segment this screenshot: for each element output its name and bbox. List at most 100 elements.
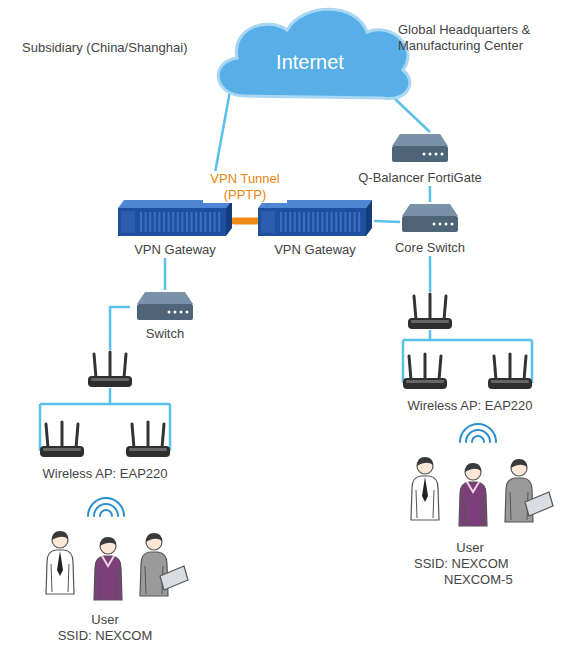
wireless-ap-group: Wireless AP: EAP220 [385,292,555,414]
vpn-gateway-icon-part [317,212,319,232]
wireless-ap-group-icon-part [414,296,416,320]
wireless-ap-group-icon-part [409,356,411,380]
user-group-icon-part [146,534,162,550]
switch-icon-part [186,311,189,314]
load-balancer-icon-part [392,146,448,162]
vpn-gateway-icon [256,198,374,242]
wireless-ap-group-icon-part [88,376,132,387]
vpn-gateway-icon-part [191,212,193,232]
vpn-gateway-icon-part [149,212,151,232]
user-group-icon-part [511,459,527,468]
user-group-icon-part [465,464,481,480]
vpn-gateway-icon-part [204,212,206,232]
user-group-icon [385,420,555,540]
core-switch-icon-part [433,223,436,226]
user-group-icon-part [433,490,434,518]
user-group-icon-part [459,482,487,526]
device-label: SSID: NEXCOM NEXCOM-5 [414,556,526,588]
wireless-ap-group-icon-part [76,424,78,448]
wireless-ap-group-icon-part [429,294,432,320]
network-link [429,186,432,202]
user-group-icon-part [100,538,116,554]
user-group-icon [20,494,190,612]
user-group-icon-part [466,430,490,442]
user-group-icon-part [525,492,553,516]
core-switch-icon-part [439,223,442,226]
vpn-gateway-icon-part [344,212,346,232]
device-label: Internet [276,50,344,74]
load-balancer: Q-Balancer FortiGate [350,132,490,186]
tunnel-label: VPN Tunnel (PPTP) [203,171,287,203]
vpn-gateway-icon-part [340,212,342,232]
user-group-icon-part [422,477,428,502]
user-group-icon-part [94,556,122,600]
vpn-gateway-icon-part [177,212,179,232]
user-group-icon-part [467,482,479,492]
user-group-icon-part [146,533,162,542]
vpn-gateway-icon-part [349,212,351,232]
wireless-ap-group-icon-part [439,356,441,380]
core-switch-icon-part [402,204,458,216]
core-switch: Core Switch [390,202,470,256]
vpn-gateway-icon-part [354,212,356,232]
wireless-ap-group-icon-part [491,380,529,383]
wireless-ap-group-icon-part [94,354,96,378]
vpn-gateway-icon-part [280,212,282,232]
user-group-icon-part [46,550,74,594]
user-group-icon-part [145,566,146,594]
user-group-icon-part [510,492,511,520]
vpn-gateway-icon [116,198,234,242]
vpn-gateway-icon-part [218,212,220,232]
user-group-icon-part [100,510,112,516]
vpn-gateway-icon-part [298,212,300,232]
wireless-ap-group-icon-part [132,424,134,448]
wireless-ap-group-icon-part [494,356,496,380]
wireless-ap-group: Wireless AP: EAP220 [20,350,190,482]
load-balancer-icon-part [435,153,438,156]
load-balancer-icon [390,132,450,170]
device-label: Wireless AP: EAP220 [43,466,168,482]
device-label: User [456,540,483,556]
vpn-gateway: VPN Gateway [256,198,374,258]
vpn-gateway-icon-part [172,212,174,232]
user-group-icon-part [99,570,100,598]
site-label: Subsidiary (China/Shanghai) [22,40,187,56]
vpn-gateway-icon-part [358,212,360,232]
vpn-gateway-icon-part [121,211,135,233]
vpn-gateway-icon-part [308,212,310,232]
wireless-ap-group-icon-part [147,422,150,448]
vpn-gateway-icon-part [168,212,170,232]
vpn-gateway-icon-part [335,212,337,232]
wireless-ap-group-icon-part [509,354,512,380]
device-label: SSID: NEXCOM [58,628,153,644]
vpn-gateway-icon-part [285,212,287,232]
switch-icon-part [174,311,177,314]
user-group-icon-part [88,498,124,516]
user-group-icon-part [52,532,68,548]
vpn-gateway-icon-part [195,212,197,232]
wireless-ap-group-icon-part [403,330,532,383]
user-group-icon-part [116,570,117,598]
wireless-ap-group-icon-part [124,354,126,378]
user-group-icon-part [511,460,527,476]
wireless-ap-group-icon-part [40,388,170,451]
wireless-ap-group-icon-part [43,448,81,451]
wireless-ap-group-icon-part [91,378,129,381]
switch-icon-part [137,292,193,304]
vpn-gateway: VPN Gateway [116,198,234,258]
vpn-gateway-icon-part [118,208,226,236]
user-group-icon-part [464,496,465,524]
user-group-icon-part [51,564,52,592]
vpn-gateway-icon-part [158,212,160,232]
vpn-gateway-icon-part [226,200,232,236]
device-label: VPN Gateway [274,242,356,258]
wireless-ap-group-icon [385,292,555,398]
wireless-ap-group-icon-part [126,446,170,457]
wireless-ap-group-icon [20,350,190,466]
switch-icon-part [180,311,183,314]
wireless-ap-group-icon-part [109,352,112,378]
load-balancer-icon-part [392,134,448,146]
vpn-gateway-icon-part [326,212,328,232]
user-group-icon-part [460,424,496,442]
